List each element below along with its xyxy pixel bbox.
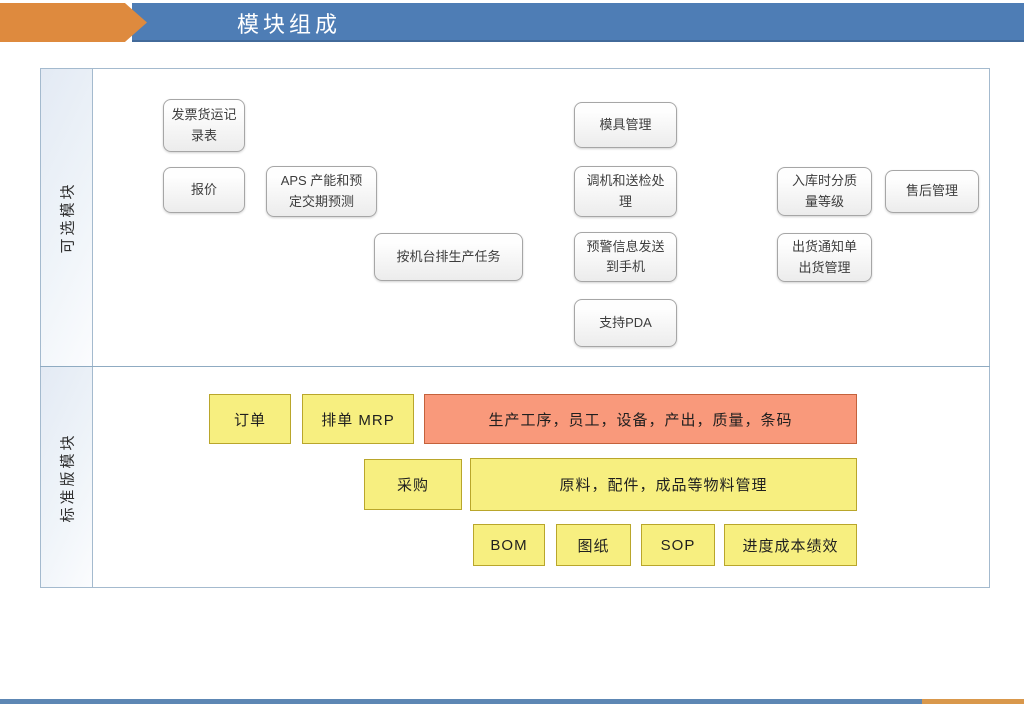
standard-modules-label-cell: 标准版模块 xyxy=(41,367,92,587)
box-alert-to-phone: 预警信息发送到手机 xyxy=(574,232,677,282)
box-materials-management: 原料，配件，成品等物料管理 xyxy=(470,458,857,511)
box-purchasing: 采购 xyxy=(364,459,462,510)
box-warehouse-quality-grading: 入库时分质量等级 xyxy=(777,167,872,216)
box-pda-support: 支持PDA xyxy=(574,299,677,347)
arrow-banner-shape xyxy=(0,3,147,42)
box-mold-management: 模具管理 xyxy=(574,102,677,148)
box-orders: 订单 xyxy=(209,394,291,444)
box-drawings: 图纸 xyxy=(556,524,631,566)
optional-modules-label: 可选模块 xyxy=(59,181,77,254)
box-shipping-notice-management: 出货通知单出货管理 xyxy=(777,233,872,282)
optional-modules-label-cell: 可选模块 xyxy=(41,69,92,366)
box-invoice-shipping-record: 发票货运记录表 xyxy=(163,99,245,152)
footer-bar-blue xyxy=(0,699,922,704)
title-bar xyxy=(132,3,1024,42)
box-scheduling-mrp: 排单 MRP xyxy=(302,394,414,444)
footer-bar-orange xyxy=(922,699,1024,704)
section-divider xyxy=(40,366,990,367)
box-progress-cost-performance: 进度成本绩效 xyxy=(724,524,857,566)
box-sop: SOP xyxy=(641,524,715,566)
standard-modules-label: 标准版模块 xyxy=(59,431,77,523)
label-column-divider xyxy=(92,68,93,588)
box-machine-setup-inspection: 调机和送检处理 xyxy=(574,166,677,217)
box-aps-capacity-forecast: APS 产能和预定交期预测 xyxy=(266,166,377,217)
box-bom: BOM xyxy=(473,524,545,566)
box-after-sales-management: 售后管理 xyxy=(885,170,979,213)
page-title: 模块组成 xyxy=(237,11,342,37)
box-quotation: 报价 xyxy=(163,167,245,213)
box-schedule-by-machine: 按机台排生产任务 xyxy=(374,233,523,281)
box-production-process: 生产工序，员工，设备，产出，质量，条码 xyxy=(424,394,857,444)
